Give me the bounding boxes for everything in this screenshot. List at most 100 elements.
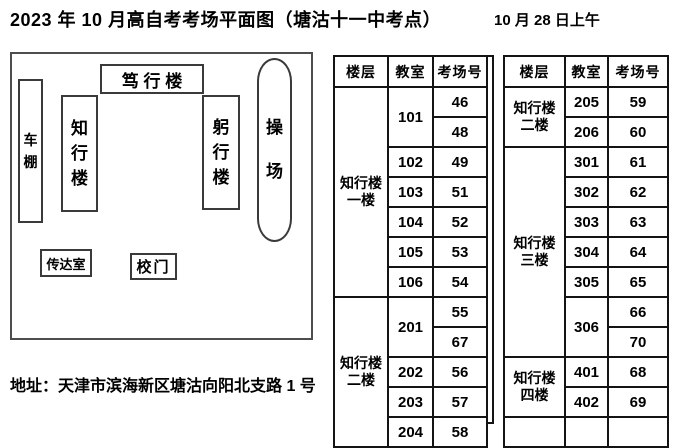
exam-no-cell: 63 bbox=[607, 206, 669, 238]
exam-no-cell: 48 bbox=[432, 116, 488, 148]
playground: 操场 bbox=[257, 58, 292, 242]
floor-cell: 知行楼 二楼 bbox=[333, 296, 389, 448]
duxing-building-label: 笃 行 楼 bbox=[121, 71, 183, 91]
exam-no-cell: 64 bbox=[607, 236, 669, 268]
column-header: 教室 bbox=[564, 55, 609, 88]
room-cell bbox=[564, 416, 609, 448]
exam-no-cell: 61 bbox=[607, 146, 669, 178]
exam-no-cell bbox=[607, 416, 669, 448]
table-row: 70 bbox=[504, 326, 669, 358]
room-cell: 304 bbox=[564, 236, 609, 268]
room-cell: 104 bbox=[387, 206, 434, 238]
exam-no-cell: 69 bbox=[607, 386, 669, 418]
header-row: 楼层教室考场号 bbox=[333, 55, 488, 88]
exam-no-cell: 65 bbox=[607, 266, 669, 298]
exam-no-cell: 59 bbox=[607, 86, 669, 118]
room-cell: 205 bbox=[564, 86, 609, 118]
exam-no-cell: 46 bbox=[432, 86, 488, 118]
column-header: 考场号 bbox=[607, 55, 669, 88]
exam-no-cell: 55 bbox=[432, 296, 488, 328]
zhixing-building-label: 知行楼 bbox=[70, 119, 88, 188]
exam-date: 10 月 28 日上午 bbox=[494, 12, 600, 29]
exam-no-cell: 67 bbox=[432, 326, 488, 358]
floor-cell: 知行楼 二楼 bbox=[503, 86, 566, 148]
table-row: 48 bbox=[334, 116, 488, 148]
table-row bbox=[503, 416, 669, 448]
exam-no-cell: 57 bbox=[432, 386, 488, 418]
duxing-building: 笃 行 楼 bbox=[100, 64, 204, 94]
bike-shed-label: 车棚 bbox=[23, 132, 38, 170]
school-gate: 校门 bbox=[130, 253, 177, 280]
room-cell: 202 bbox=[387, 356, 434, 388]
room-cell: 302 bbox=[564, 176, 609, 208]
school-gate-label: 校门 bbox=[136, 259, 171, 276]
exam-no-cell: 66 bbox=[607, 296, 669, 328]
room-cell: 402 bbox=[564, 386, 609, 418]
exam-no-cell: 53 bbox=[432, 236, 488, 268]
exam-no-cell: 70 bbox=[607, 326, 669, 358]
bike-shed: 车棚 bbox=[18, 79, 43, 223]
exam-no-cell: 62 bbox=[607, 176, 669, 208]
room-cell: 203 bbox=[387, 386, 434, 418]
floor-cell: 知行楼 三楼 bbox=[503, 146, 566, 358]
room-cell: 401 bbox=[564, 356, 609, 388]
exam-no-cell: 68 bbox=[607, 356, 669, 388]
table-row: 67 bbox=[334, 326, 488, 358]
room-cell: 101 bbox=[387, 86, 434, 148]
gongxing-building: 躬行楼 bbox=[202, 95, 240, 210]
playground-label: 操场 bbox=[265, 118, 283, 181]
room-cell: 303 bbox=[564, 206, 609, 238]
room-cell: 103 bbox=[387, 176, 434, 208]
address-line: 地址：天津市滨海新区塘沽向阳北支路 1 号 bbox=[10, 378, 316, 395]
floor-cell: 知行楼 四楼 bbox=[503, 356, 566, 418]
campus-map: 车棚 知行楼 笃 行 楼 躬行楼 操场 传达室 校门 bbox=[10, 52, 313, 340]
room-cell: 102 bbox=[387, 146, 434, 178]
room-cell: 305 bbox=[564, 266, 609, 298]
exam-no-cell: 60 bbox=[607, 116, 669, 148]
exam-no-cell: 52 bbox=[432, 206, 488, 238]
header-row: 楼层教室考场号 bbox=[503, 55, 669, 88]
room-cell: 206 bbox=[564, 116, 609, 148]
exam-no-cell: 54 bbox=[432, 266, 488, 298]
reception-room-label: 传达室 bbox=[46, 256, 86, 272]
table-spacer-column bbox=[486, 55, 494, 424]
reception-room: 传达室 bbox=[40, 249, 92, 277]
column-header: 楼层 bbox=[333, 55, 389, 88]
exam-no-cell: 49 bbox=[432, 146, 488, 178]
room-cell: 105 bbox=[387, 236, 434, 268]
exam-no-cell: 58 bbox=[432, 416, 488, 448]
floor-cell: 知行楼 一楼 bbox=[333, 86, 389, 298]
zhixing-building: 知行楼 bbox=[61, 95, 98, 212]
column-header: 教室 bbox=[387, 55, 434, 88]
room-cell: 301 bbox=[564, 146, 609, 178]
exam-no-cell: 51 bbox=[432, 176, 488, 208]
column-header: 考场号 bbox=[432, 55, 488, 88]
room-cell: 306 bbox=[564, 296, 609, 358]
room-cell: 106 bbox=[387, 266, 434, 298]
room-cell: 201 bbox=[387, 296, 434, 358]
room-cell: 204 bbox=[387, 416, 434, 448]
floor-cell bbox=[503, 416, 566, 448]
gongxing-building-label: 躬行楼 bbox=[212, 118, 230, 187]
page-title: 2023 年 10 月高自考考场平面图（塘沽十一中考点） bbox=[10, 10, 442, 30]
column-header: 楼层 bbox=[503, 55, 566, 88]
